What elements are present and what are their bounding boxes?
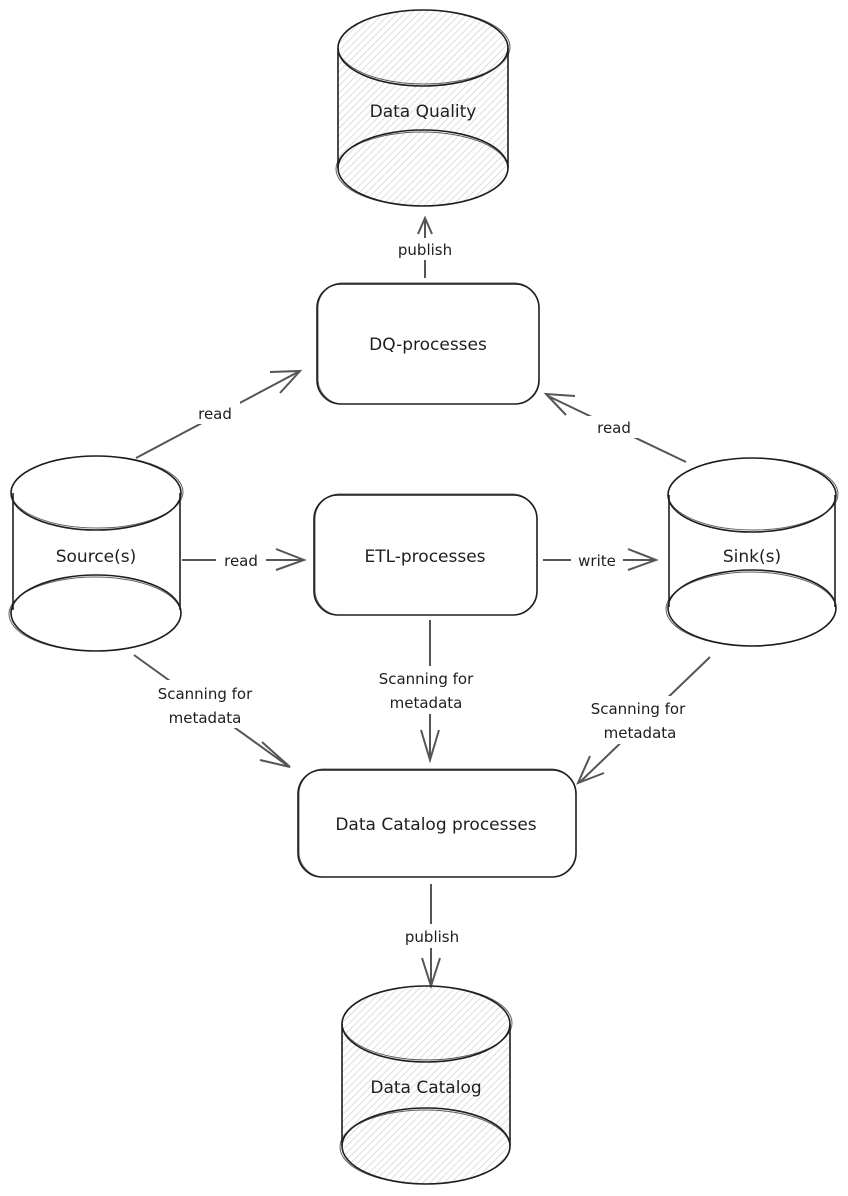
edge-label-scan-sinks-1: Scanning for [591,700,686,718]
edge-label-read-sinks-dq: read [597,419,631,437]
edge-label-scan-sinks-2: metadata [604,724,677,742]
arrowhead-icon [259,741,291,768]
node-sources[interactable]: Source(s) [8,455,184,652]
node-sinks[interactable]: Sink(s) [665,457,839,647]
edge-dq-publish: publish [388,215,462,278]
node-label: Data Catalog processes [335,815,536,835]
edge-label-read-sources-etl: read [224,552,258,570]
edge-label-scan-etl-1: Scanning for [379,670,474,688]
arrowhead-icon [417,215,433,235]
node-label: ETL-processes [364,547,485,567]
edge-label-write: write [578,552,616,570]
edge-label-read-sources-dq: read [198,405,232,423]
edge-sources-scan-catalog: Scanning for metadata [133,654,291,768]
arrowhead-icon [275,548,307,571]
node-label: DQ-processes [369,335,487,355]
node-dq-processes[interactable]: DQ-processes [316,282,540,405]
node-etl-processes[interactable]: ETL-processes [313,493,538,616]
arrowhead-icon [420,729,440,764]
node-label: Sink(s) [723,547,781,567]
edge-label-scan-etl-2: metadata [390,694,463,712]
edge-sinks-read-dq: read [543,392,687,463]
node-data-quality[interactable]: Data Quality [335,9,511,207]
arrowhead-icon [269,369,303,394]
edge-label-scan-sources-1: Scanning for [158,685,253,703]
node-label: Data Catalog [370,1078,481,1098]
edge-label-publish-dq: publish [398,241,452,259]
edge-catalog-publish: publish [394,884,470,990]
node-data-catalog-processes[interactable]: Data Catalog processes [297,768,577,878]
arrowhead-icon [627,548,659,571]
edge-etl-write-sinks: write [543,548,659,571]
node-label: Data Quality [370,102,477,122]
arrowhead-icon [576,755,605,785]
node-label: Source(s) [56,547,137,567]
edge-sources-read-dq: read [135,369,303,459]
edge-label-publish-catalog: publish [405,928,459,946]
edge-sources-read-etl: read [182,548,307,571]
edge-sinks-scan-catalog: Scanning for metadata [572,656,711,785]
node-data-catalog[interactable]: Data Catalog [339,985,513,1185]
arrowhead-icon [543,392,576,416]
edge-etl-scan-catalog: Scanning for metadata [360,620,494,764]
edge-label-scan-sources-2: metadata [169,709,242,727]
